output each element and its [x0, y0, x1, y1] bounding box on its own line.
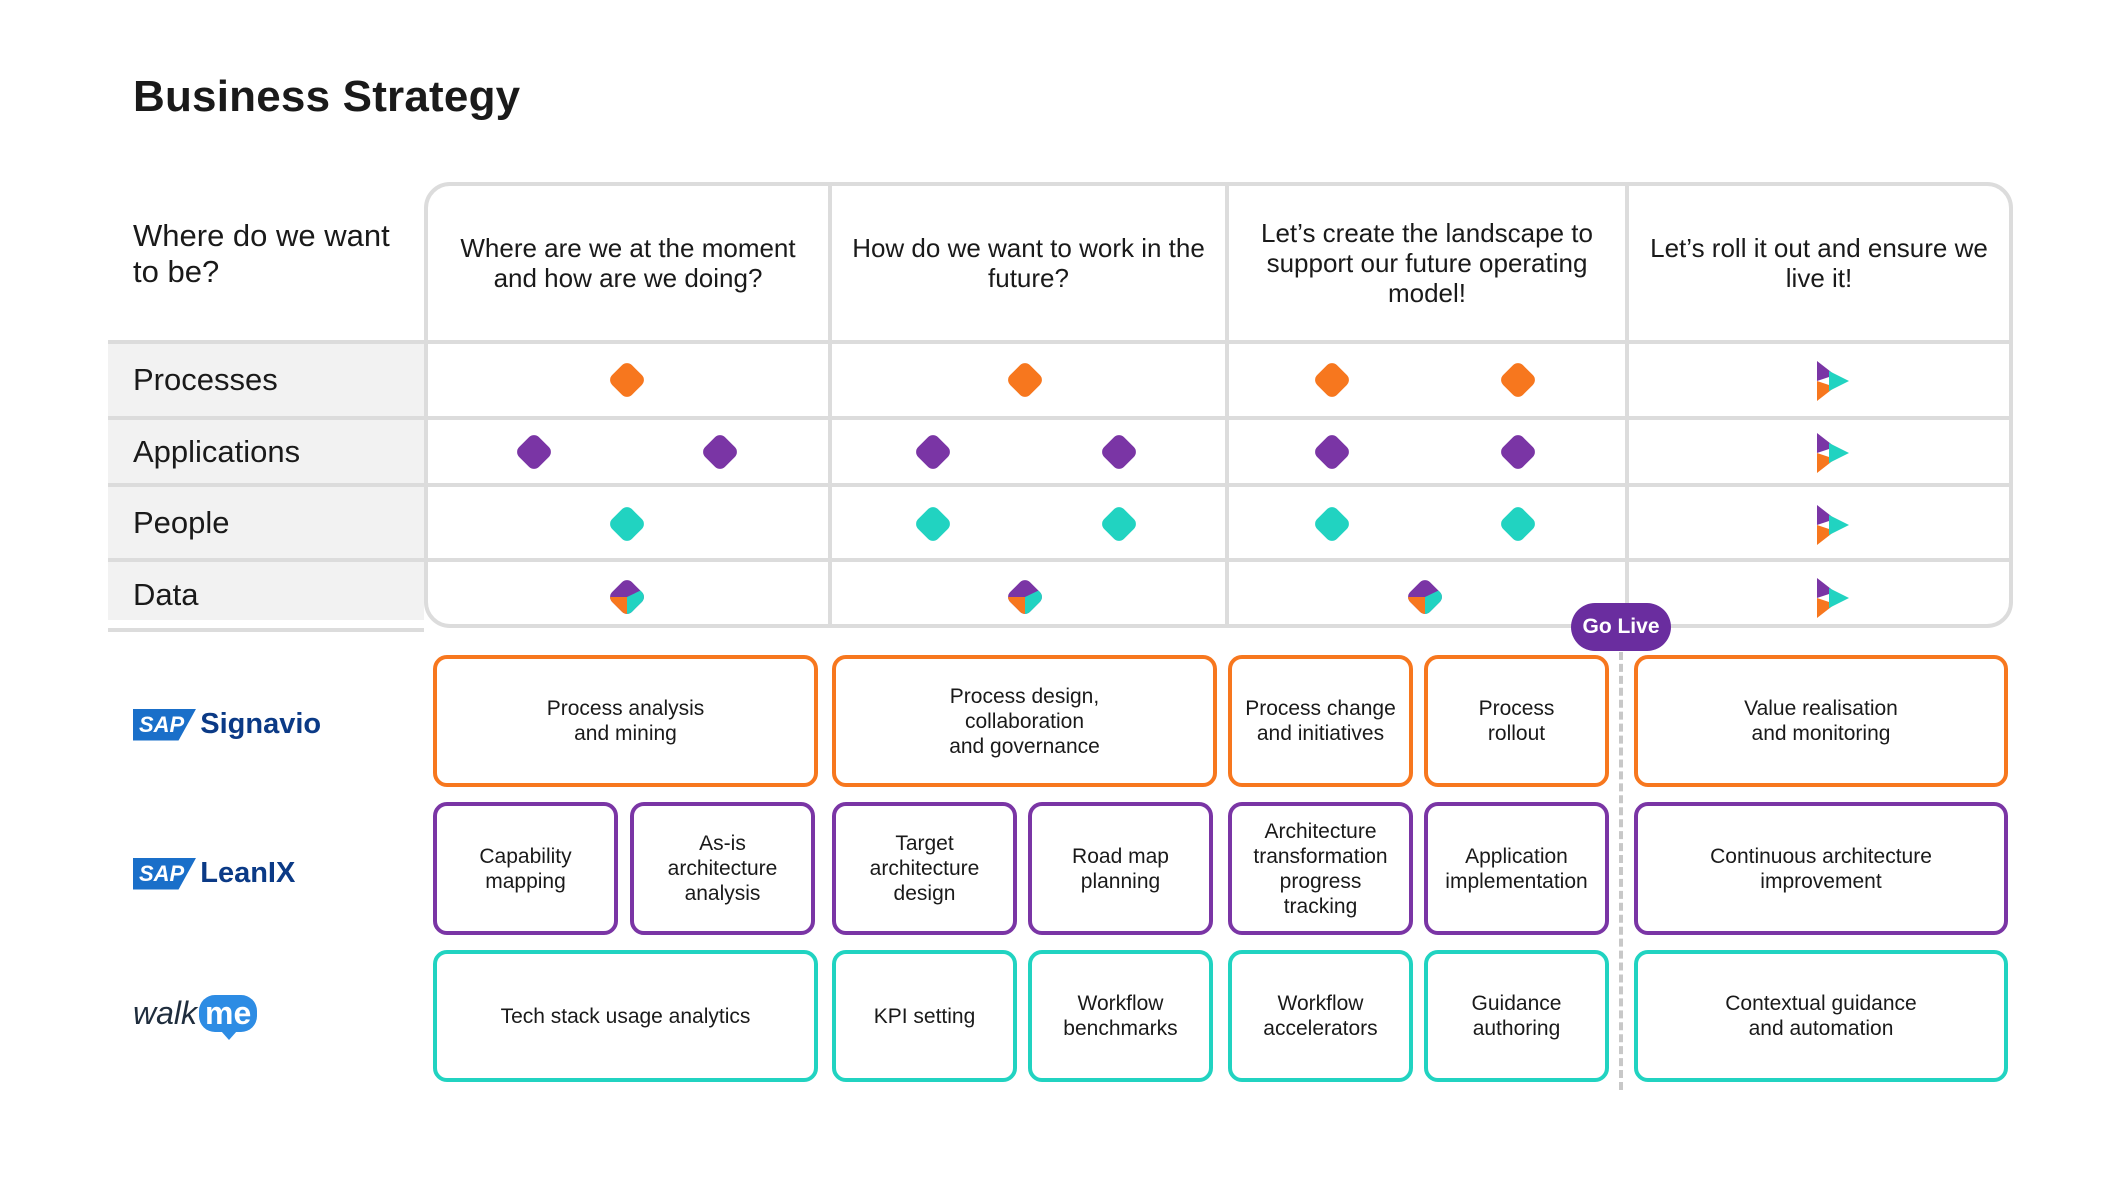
row-label-people: People: [133, 504, 230, 540]
data-diamond-icon: [1005, 577, 1045, 617]
column-header-current-state: Where are we at the moment and how are w…: [460, 233, 796, 293]
page-title: Business Strategy: [133, 72, 521, 121]
process-diamond-icon: [1501, 363, 1535, 397]
walkme-box: Workflow benchmarks: [1028, 950, 1213, 1082]
divider: [828, 186, 832, 624]
people-diamond-icon: [1315, 507, 1349, 541]
divider: [108, 340, 2013, 344]
signavio-box: Process rollout: [1424, 655, 1609, 787]
divider: [108, 416, 2013, 420]
signavio-name: Signavio: [200, 708, 322, 740]
walkme-me: me: [199, 995, 258, 1040]
signavio-box: Process design, collaboration and govern…: [832, 655, 1217, 787]
application-diamond-icon: [916, 435, 950, 469]
sap-signavio-logo: SAP Signavio: [133, 708, 321, 741]
walkme-walk: walk: [133, 995, 198, 1031]
people-diamond-icon: [1102, 507, 1136, 541]
process-diamond-icon: [1008, 363, 1042, 397]
leanix-box: Continuous architecture improvement: [1634, 802, 2008, 935]
go-live-divider: [1619, 640, 1623, 1090]
divider: [108, 483, 2013, 487]
row-label-processes: Processes: [133, 362, 278, 397]
rollout-play-icon: [1817, 578, 1849, 618]
rollout-play-icon: [1817, 505, 1849, 545]
data-diamond-icon: [607, 577, 647, 617]
rollout-play-icon: [1817, 361, 1849, 401]
people-diamond-icon: [916, 507, 950, 541]
matrix-frame: [424, 182, 2013, 628]
leanix-box: As-is architecture analysis: [630, 802, 815, 935]
row-label-background: [108, 342, 424, 620]
walkme-box: Guidance authoring: [1424, 950, 1609, 1082]
people-diamond-icon: [610, 507, 644, 541]
leanix-box: Application implementation: [1424, 802, 1609, 935]
go-live-badge: Go Live: [1571, 603, 1671, 651]
signavio-box: Value realisation and monitoring: [1634, 655, 2008, 787]
walkme-box: KPI setting: [832, 950, 1017, 1082]
application-diamond-icon: [1501, 435, 1535, 469]
divider: [1625, 186, 1629, 624]
walkme-box: Contextual guidance and automation: [1634, 950, 2008, 1082]
rollout-play-icon: [1817, 433, 1849, 473]
walkme-box: Workflow accelerators: [1228, 950, 1413, 1082]
walkme-box: Tech stack usage analytics: [433, 950, 818, 1082]
sap-badge: SAP: [133, 708, 197, 741]
leanix-box: Capability mapping: [433, 802, 618, 935]
divider: [108, 558, 2013, 562]
column-header-landscape: Let’s create the landscape to support ou…: [1261, 218, 1593, 308]
leanix-box: Target architecture design: [832, 802, 1017, 935]
sap-leanix-logo: SAP LeanIX: [133, 857, 295, 890]
signavio-box: Process analysis and mining: [433, 655, 818, 787]
leanix-box: Architecture transformation progress tra…: [1228, 802, 1413, 935]
divider: [1225, 186, 1229, 624]
matrix-question: Where do we want to be?: [133, 218, 390, 289]
column-header-future-work: How do we want to work in the future?: [852, 233, 1205, 293]
row-label-data: Data: [133, 577, 199, 612]
process-diamond-icon: [1315, 363, 1349, 397]
leanix-name: LeanIX: [200, 857, 296, 889]
row-label-applications: Applications: [133, 433, 301, 469]
application-diamond-icon: [1102, 435, 1136, 469]
walkme-logo: walk me: [133, 995, 258, 1040]
column-header-rollout: Let’s roll it out and ensure we live it!: [1650, 233, 1988, 293]
application-diamond-icon: [517, 435, 551, 469]
signavio-box: Process change and initiatives: [1228, 655, 1413, 787]
leanix-box: Road map planning: [1028, 802, 1213, 935]
application-diamond-icon: [703, 435, 737, 469]
data-diamond-icon: [1405, 577, 1445, 617]
process-diamond-icon: [610, 363, 644, 397]
application-diamond-icon: [1315, 435, 1349, 469]
people-diamond-icon: [1501, 507, 1535, 541]
divider: [108, 628, 424, 632]
sap-badge: SAP: [133, 857, 197, 890]
